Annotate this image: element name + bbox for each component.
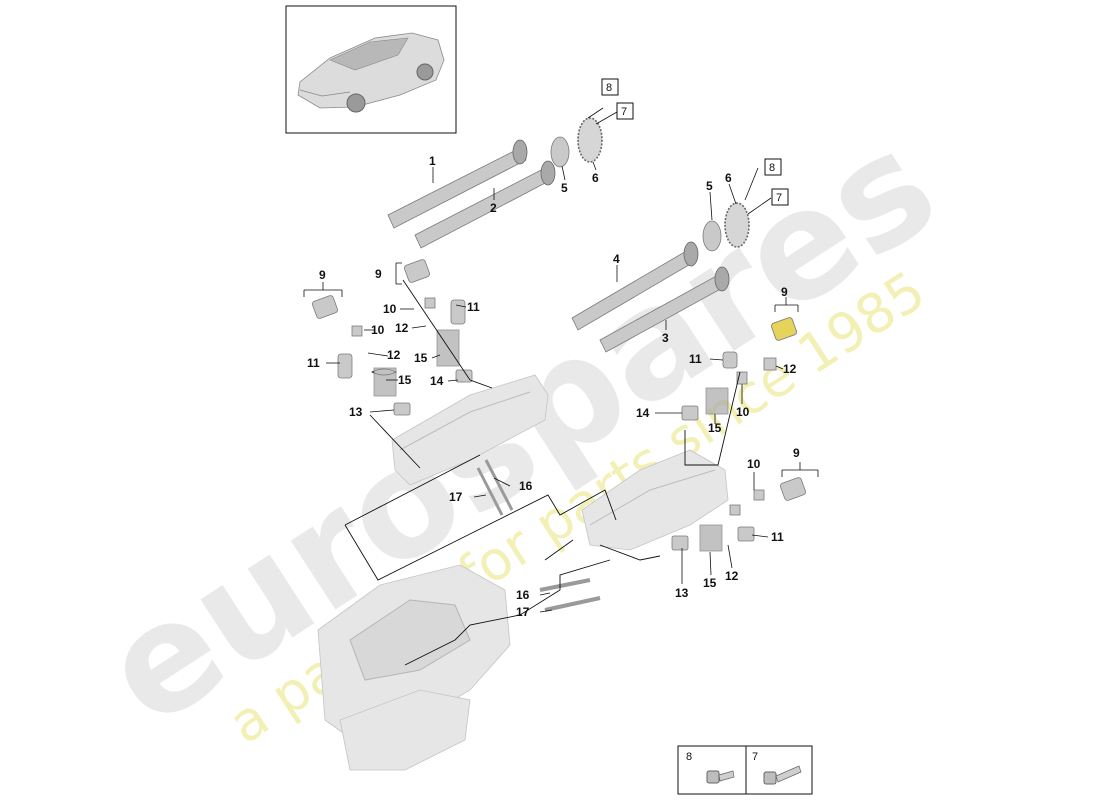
callout-9-left: 9 <box>319 268 326 282</box>
callout-13-left: 13 <box>349 405 363 419</box>
callout-1: 1 <box>429 154 436 168</box>
callout-10-middle: 10 <box>383 302 397 316</box>
assembly-frames <box>344 279 741 666</box>
callout-11-right-top: 11 <box>689 352 702 366</box>
callout-4: 4 <box>613 252 620 266</box>
legend-table: 8 7 <box>677 745 813 795</box>
engine-block <box>317 564 511 771</box>
legend-label-7: 7 <box>752 751 758 763</box>
callout-13-right-bottom: 13 <box>675 586 689 600</box>
callout-6-lower: 6 <box>725 171 732 185</box>
cam-adjuster-5-upper <box>550 136 570 168</box>
callout-16-bottom: 16 <box>516 588 530 602</box>
valve-train-left <box>312 259 514 516</box>
callout-2: 2 <box>490 201 497 215</box>
leader-lines <box>303 107 819 613</box>
callout-11-left: 11 <box>307 356 320 370</box>
callout-9-right-top: 9 <box>781 285 788 299</box>
vehicle-thumbnail <box>285 5 457 134</box>
callout-boxes <box>601 78 789 206</box>
callout-11-right-bottom: 11 <box>771 530 784 544</box>
callout-9-right-bottom: 9 <box>793 446 800 460</box>
cam-sprocket-6-lower <box>724 202 750 248</box>
callout-12-right-bottom: 12 <box>725 569 739 583</box>
bolt-7-icon <box>763 765 802 785</box>
valve-train-right <box>539 317 806 612</box>
camshaft-3 <box>599 266 730 353</box>
callout-12-middle: 12 <box>395 321 409 335</box>
callout-10-left: 10 <box>371 323 385 337</box>
callout-7-lower: 7 <box>776 192 782 204</box>
callout-14-middle: 14 <box>430 374 444 388</box>
callout-15-right-top: 15 <box>708 421 722 435</box>
callout-17-middle: 17 <box>449 490 463 504</box>
callout-10-right-top: 10 <box>736 405 750 419</box>
callout-10-right-bottom: 10 <box>747 457 761 471</box>
callout-14-right-top: 14 <box>636 406 650 420</box>
callout-7-upper: 7 <box>621 106 627 118</box>
callout-16-middle: 16 <box>519 479 533 493</box>
callout-15-middle: 15 <box>414 351 428 365</box>
callouts: 1 2 3 4 5 6 5 6 8 7 8 7 9 11 10 12 15 13… <box>307 82 800 619</box>
callout-9-middle: 9 <box>375 267 382 281</box>
camshaft-2 <box>414 160 556 249</box>
callout-5-lower: 5 <box>706 179 713 193</box>
callout-8-lower: 8 <box>769 162 775 174</box>
callout-3: 3 <box>662 331 669 345</box>
callout-5-upper: 5 <box>561 181 568 195</box>
bolt-8-icon <box>706 770 735 784</box>
callout-15-right-bottom: 15 <box>703 576 717 590</box>
legend-label-8: 8 <box>686 751 692 763</box>
callout-12-left: 12 <box>387 348 401 362</box>
cam-adjuster-5-lower <box>702 220 722 252</box>
callout-15-left: 15 <box>398 373 412 387</box>
camshaft-4 <box>571 241 699 331</box>
callout-12-right-top: 12 <box>783 362 797 376</box>
callout-6-upper: 6 <box>592 171 599 185</box>
callout-17-bottom: 17 <box>516 605 530 619</box>
camshaft-1 <box>387 139 528 229</box>
callout-8-upper: 8 <box>606 82 612 94</box>
callout-11-middle: 11 <box>467 300 480 314</box>
cam-sprocket-6-upper <box>577 117 603 163</box>
